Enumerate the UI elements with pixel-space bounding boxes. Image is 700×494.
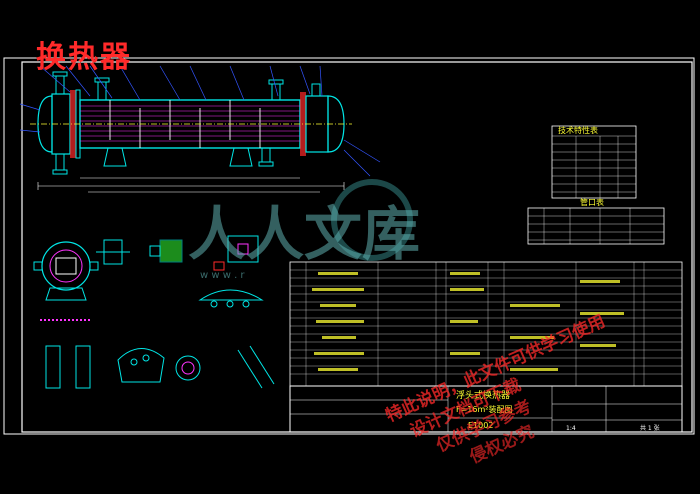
watermark-logo (331, 179, 413, 261)
baffles (109, 100, 261, 148)
watermark-brand: 人人文库 (188, 200, 420, 268)
exchanger-elevation (19, 65, 381, 193)
detail-views-small (96, 235, 264, 308)
title-block (289, 385, 683, 433)
leader-lines (19, 65, 381, 177)
title-scale: 1:4 (566, 425, 576, 432)
page-title: 换热器 (36, 40, 132, 75)
title-drawing-no: E1002 (468, 421, 493, 430)
detail-views-bottom (45, 345, 275, 389)
nozzle-table-title: 管口表 (580, 197, 604, 207)
title-name-line1: 浮头式换热器 (456, 389, 510, 401)
section-a-a (33, 241, 99, 321)
nozzle-table (527, 207, 665, 245)
outer-frame (3, 57, 695, 435)
tube-bundle (80, 105, 300, 142)
title-sheet: 共 1 张 (640, 424, 660, 432)
tech-table-title: 技术特性表 (558, 125, 598, 135)
tech-table (551, 125, 637, 199)
title-name-line2: F=16m²装配图 (456, 404, 512, 414)
nozzles (52, 71, 321, 175)
dimension-lines (37, 177, 345, 193)
saddle-supports (103, 147, 253, 167)
watermark-url: w w w . r (200, 270, 245, 281)
left-flange (70, 90, 76, 158)
